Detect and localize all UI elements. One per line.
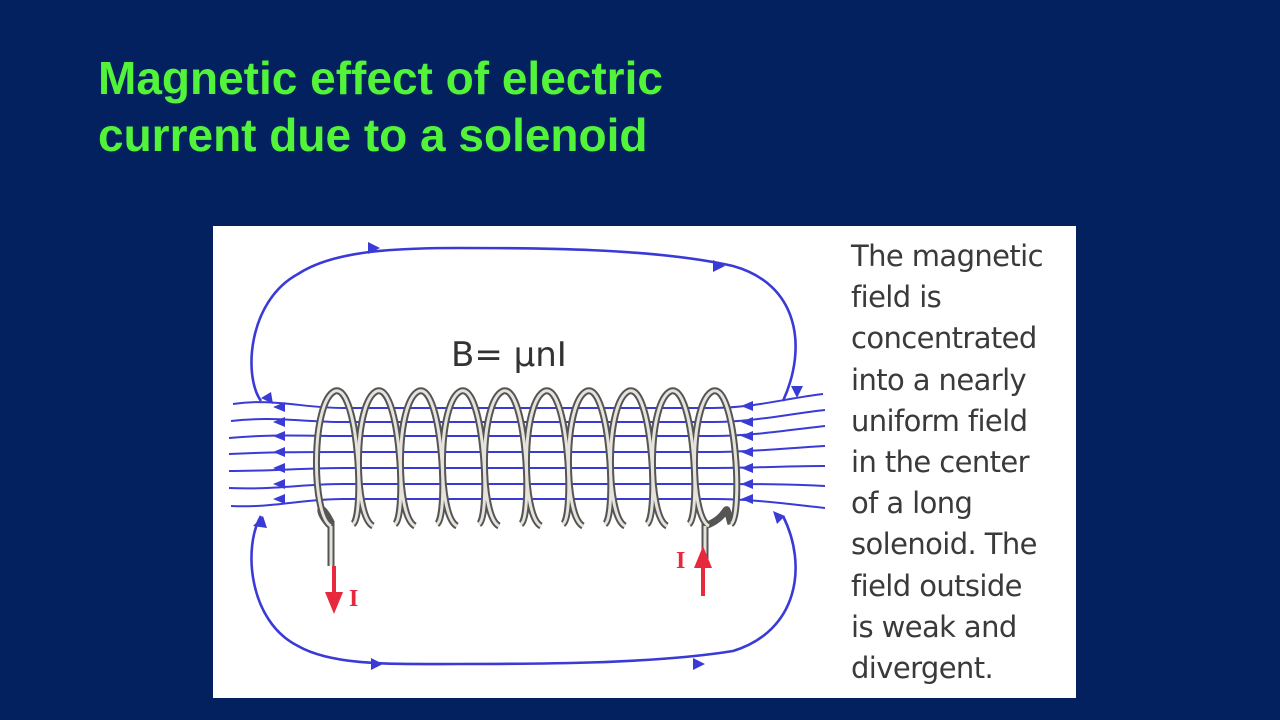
coil-lead-right xyxy=(701,506,735,566)
caption-line: The magnetic xyxy=(851,239,1044,273)
current-arrow-right xyxy=(694,546,712,596)
inner-arrow xyxy=(741,479,753,489)
caption-line: field outside xyxy=(851,568,1023,603)
field-direction-arrows xyxy=(253,242,803,670)
inner-arrow xyxy=(741,494,753,504)
caption-line: divergent. xyxy=(851,651,994,686)
diagram-caption: The magnetic field is concentrated into … xyxy=(851,236,1071,689)
field-formula: B= μnI xyxy=(451,335,567,375)
caption-line: concentrated xyxy=(851,321,1037,356)
inner-arrow xyxy=(273,417,285,427)
field-arrow xyxy=(791,386,803,398)
solenoid-diagram: B= μnI I I xyxy=(228,242,826,670)
inner-arrow xyxy=(273,431,285,441)
inner-arrow xyxy=(273,494,285,504)
solenoid-coil xyxy=(312,387,741,566)
solenoid-figure: B= μnI I I The magnetic field is concent… xyxy=(213,226,1076,698)
caption-line: field is xyxy=(851,280,942,315)
slide-title-line-1: Magnetic effect of electric xyxy=(98,52,663,104)
inner-field-line xyxy=(232,393,824,409)
inner-field-arrows xyxy=(273,401,753,504)
field-arrow xyxy=(253,516,267,528)
caption-line: in the center xyxy=(851,445,1030,480)
current-arrow-left xyxy=(325,566,343,614)
field-arrow xyxy=(773,511,785,524)
slide-title-line-2: current due to a solenoid xyxy=(98,109,648,161)
field-arrow xyxy=(371,658,383,670)
inner-arrow xyxy=(741,431,753,441)
field-arrow xyxy=(261,392,273,404)
inner-arrow xyxy=(273,463,285,473)
slide-title: Magnetic effect of electric current due … xyxy=(98,50,663,164)
field-arrow xyxy=(693,658,705,670)
caption-line: solenoid. The xyxy=(851,527,1038,562)
caption-line: is weak and xyxy=(851,609,1017,644)
inner-arrow xyxy=(741,417,753,427)
inner-arrow xyxy=(741,447,753,457)
lower-field-loop xyxy=(250,515,797,666)
caption-line: into a nearly xyxy=(851,362,1027,397)
inner-arrow xyxy=(273,447,285,457)
current-label-right: I xyxy=(676,548,685,574)
outer-field-lines xyxy=(250,246,797,666)
field-arrow xyxy=(713,260,725,272)
inner-arrow xyxy=(741,401,753,411)
current-label-left: I xyxy=(349,586,358,612)
field-arrow xyxy=(368,242,380,254)
caption-line: uniform field xyxy=(851,403,1028,438)
inner-arrow xyxy=(741,463,753,473)
upper-field-loop xyxy=(250,246,797,402)
caption-line: of a long xyxy=(851,486,973,521)
inner-arrow xyxy=(273,402,285,412)
inner-arrow xyxy=(273,479,285,489)
